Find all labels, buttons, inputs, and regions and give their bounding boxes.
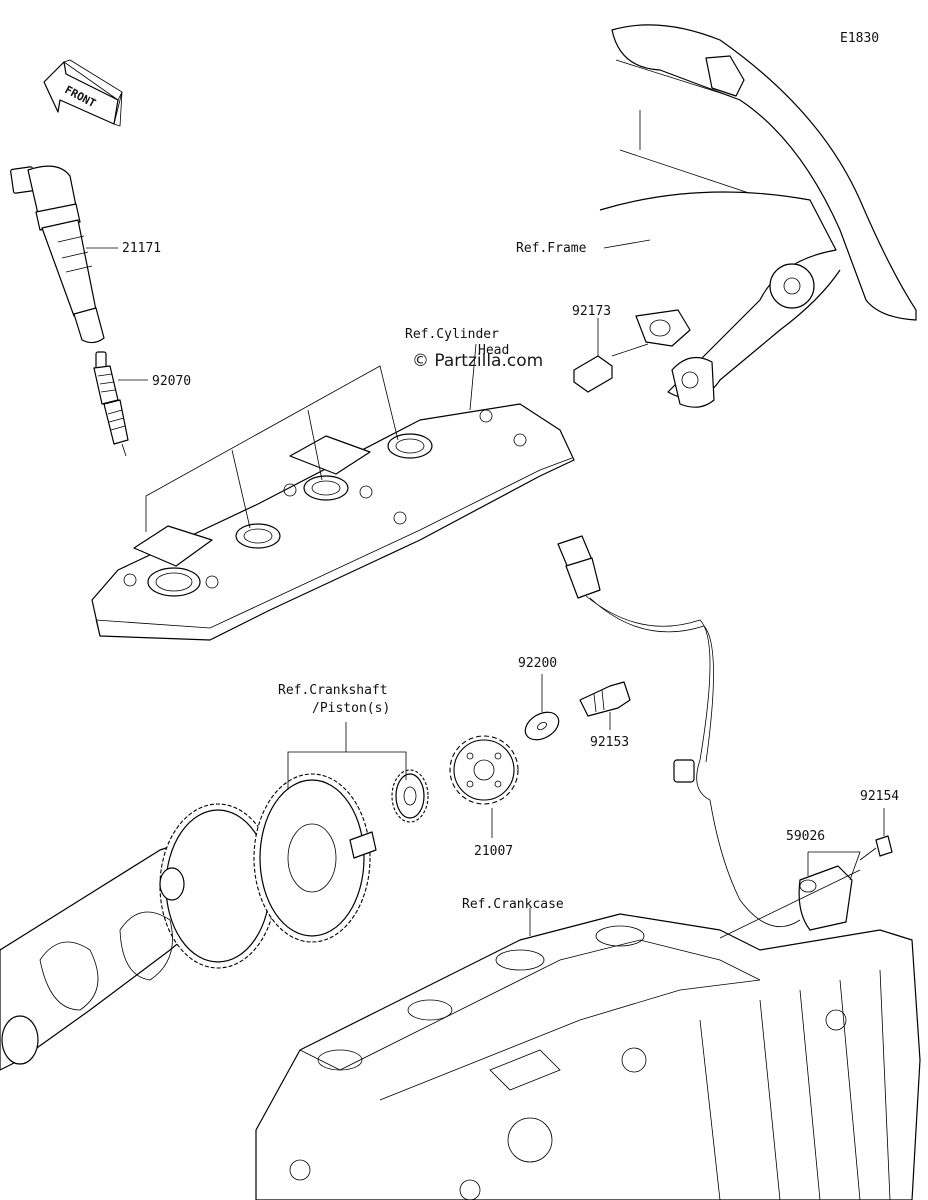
bolt-92154[interactable] [859,808,893,861]
label-92200: 92200 [518,656,557,671]
cylinder-head-cover [91,403,575,641]
crankshaft-leader [287,722,407,790]
ignition-coil[interactable] [10,165,105,344]
label-92154: 92154 [860,789,899,804]
label-ref-crankcase: Ref.Crankcase [462,897,564,912]
pickup-coil[interactable] [798,852,853,931]
timing-rotor[interactable] [449,735,519,838]
diagram-code: E1830 [840,31,879,46]
label-92153: 92153 [590,735,629,750]
watermark: © Partzilla.com [412,351,543,371]
sensor-92173[interactable] [573,309,691,393]
frame [599,24,917,408]
crankshaft [0,773,377,1071]
head-leader-lines [86,247,477,532]
spark-plug[interactable] [93,351,129,457]
pickup-coil-leaders [719,851,861,939]
label-ref-frame: Ref.Frame [516,241,587,256]
label-21171: 21171 [122,241,161,256]
bolt-92153[interactable] [579,681,631,730]
washer-92200[interactable] [520,674,563,745]
pickup-harness [557,535,801,928]
label-ref-crankshaft: Ref.Crankshaft [278,683,388,698]
label-ref-cylinder-head: Head [478,343,509,358]
label-ref-cylinder: Ref.Cylinder [405,327,499,342]
front-arrow-icon: FRONT [43,59,123,127]
label-ref-crankshaft-piston: /Piston(s) [312,701,390,716]
label-21007: 21007 [474,844,513,859]
crankshaft-sprocket [391,769,429,823]
crankcase [255,908,921,1200]
label-92070: 92070 [152,374,191,389]
label-92173: 92173 [572,304,611,319]
label-59026: 59026 [786,829,825,844]
